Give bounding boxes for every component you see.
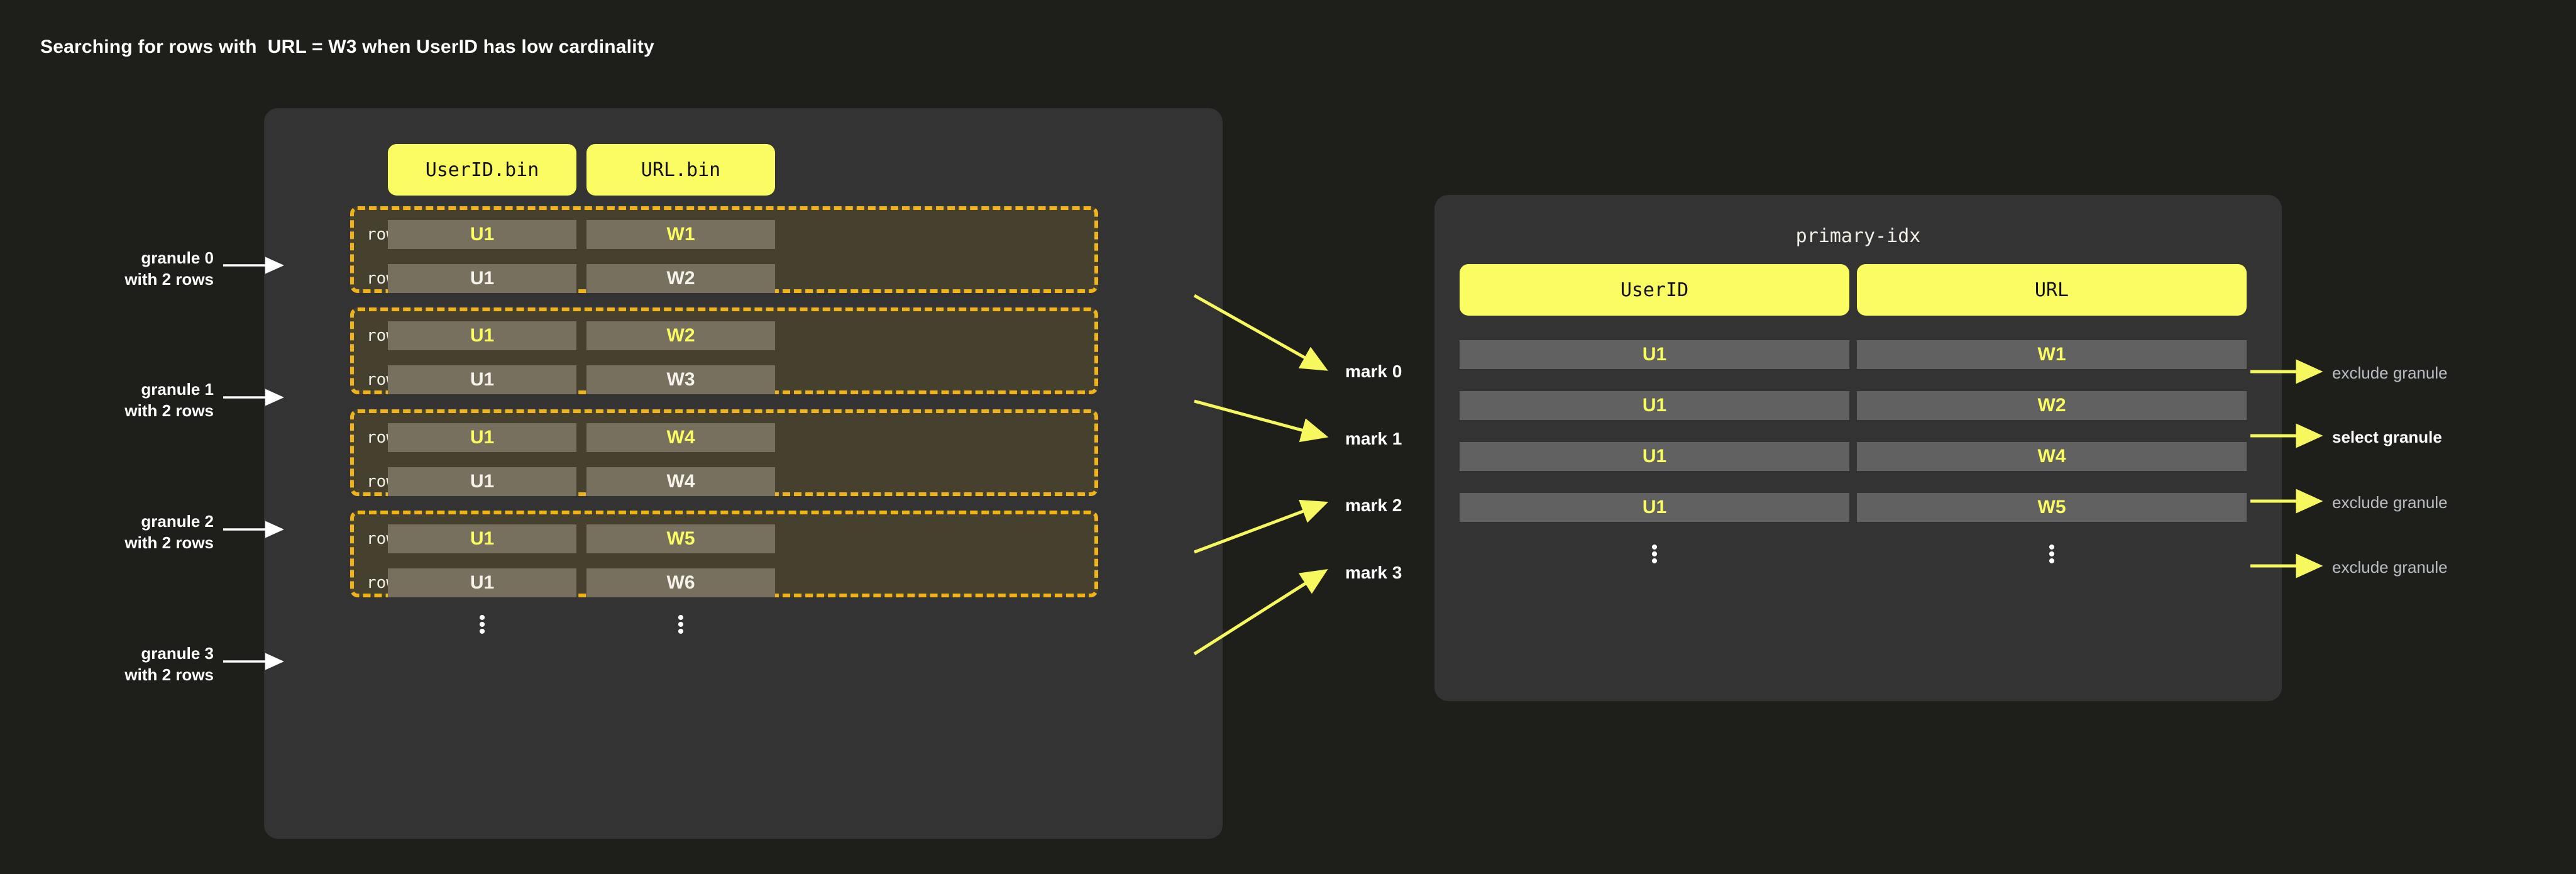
dot: •: [2048, 544, 2056, 565]
index-column-header-url: URL: [1857, 264, 2247, 316]
decision-label-2: exclude granule: [2332, 493, 2448, 512]
index-userid-ellipsis: • • •: [1648, 537, 1661, 572]
index-panel-title: primary-idx: [1795, 225, 1921, 247]
url-column-ellipsis: • • •: [674, 607, 687, 642]
mark-label-0: mark 0: [1345, 362, 1402, 381]
mark-label-2: mark 2: [1345, 495, 1402, 515]
index-cell-userid: U1: [1460, 442, 1849, 471]
dot: •: [677, 614, 685, 635]
granule-note-1: granule 1 with 2 rows: [124, 380, 214, 421]
data-cell-userid: U1: [388, 467, 576, 496]
dot: •: [2048, 551, 2056, 572]
index-cell-url: W5: [1857, 493, 2247, 522]
index-cell-url: W2: [1857, 391, 2247, 420]
mark-label-1: mark 1: [1345, 429, 1402, 448]
index-url-ellipsis: • • •: [2045, 537, 2058, 572]
column-header-userid-bin: UserID.bin: [388, 144, 576, 196]
mark-label-3: mark 3: [1345, 563, 1402, 582]
data-cell-url: W6: [586, 568, 775, 597]
column-header-url-bin: URL.bin: [586, 144, 775, 196]
data-cell-url: W4: [586, 423, 775, 452]
data-cell-userid: U1: [388, 524, 576, 553]
data-parts-panel: UserID.bin URL.bin row 0 row 1 row 2 row…: [264, 108, 1223, 839]
dot: •: [1651, 537, 1658, 558]
dot: •: [2048, 537, 2056, 558]
index-column-header-userid: UserID: [1460, 264, 1849, 316]
data-cell-url: W5: [586, 524, 775, 553]
index-cell-userid: U1: [1460, 340, 1849, 369]
granule-note-0: granule 0 with 2 rows: [124, 248, 214, 289]
index-cell-url: W4: [1857, 442, 2247, 471]
index-cell-userid: U1: [1460, 493, 1849, 522]
data-cell-userid: U1: [388, 220, 576, 249]
data-cell-userid: U1: [388, 365, 576, 394]
page-title: Searching for rows with URL = W3 when Us…: [40, 36, 654, 57]
dot: •: [1651, 551, 1658, 572]
data-cell-userid: U1: [388, 568, 576, 597]
dot: •: [677, 621, 685, 642]
data-cell-url: W2: [586, 321, 775, 350]
data-cell-userid: U1: [388, 264, 576, 293]
decision-label-1: select granule: [2332, 428, 2442, 446]
index-cell-url: W1: [1857, 340, 2247, 369]
userid-column-ellipsis: • • •: [476, 607, 488, 642]
dot: •: [677, 607, 685, 628]
primary-index-panel: primary-idx UserID URL U1 U1 U1 U1 W1 W2…: [1434, 195, 2282, 701]
dot: •: [478, 607, 486, 628]
data-cell-url: W3: [586, 365, 775, 394]
granule-note-2: granule 2 with 2 rows: [124, 512, 214, 553]
data-cell-userid: U1: [388, 423, 576, 452]
data-cell-userid: U1: [388, 321, 576, 350]
dot: •: [1651, 544, 1658, 565]
decision-label-0: exclude granule: [2332, 363, 2448, 382]
data-cell-url: W1: [586, 220, 775, 249]
data-cell-url: W4: [586, 467, 775, 496]
data-cell-url: W2: [586, 264, 775, 293]
index-cell-userid: U1: [1460, 391, 1849, 420]
dot: •: [478, 614, 486, 635]
dot: •: [478, 621, 486, 642]
granule-note-3: granule 3 with 2 rows: [124, 644, 214, 685]
decision-label-3: exclude granule: [2332, 558, 2448, 577]
